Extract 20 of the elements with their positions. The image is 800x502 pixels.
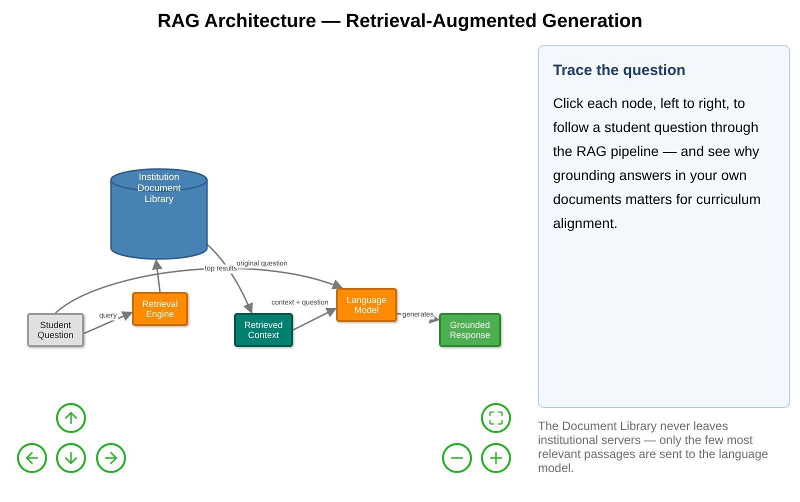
footnote: The Document Library never leaves institutional servers — only the few most relevant passages are sent to the language model. — [538, 419, 770, 475]
node-label: Language Model — [345, 295, 388, 315]
process-box — [439, 313, 501, 347]
panel-heading: Trace the question — [553, 61, 687, 81]
node-label: Retrieved Context — [243, 320, 284, 340]
arrow — [84, 311, 133, 334]
node-label: Retrieval Engine — [141, 299, 179, 319]
arrow — [292, 308, 337, 331]
process-box — [27, 313, 84, 347]
process-box — [132, 292, 188, 326]
process-box — [234, 313, 293, 347]
node-label: Student Question — [36, 320, 75, 340]
node-label: Grounded Response — [448, 320, 492, 340]
info-panel — [538, 45, 790, 408]
diagram-title: RAG Architecture — Retrieval-Augmented Generation — [156, 10, 644, 34]
arrow — [152, 258, 162, 292]
node-label: Institution Document Library — [136, 172, 182, 205]
arrow — [55, 268, 344, 314]
panel-body: Click each node, left to right, to follow a student question through the RAG pipeline — and see why grounding answers in your own documents matters for curriculum alignment. — [553, 94, 762, 233]
process-box — [336, 288, 397, 322]
